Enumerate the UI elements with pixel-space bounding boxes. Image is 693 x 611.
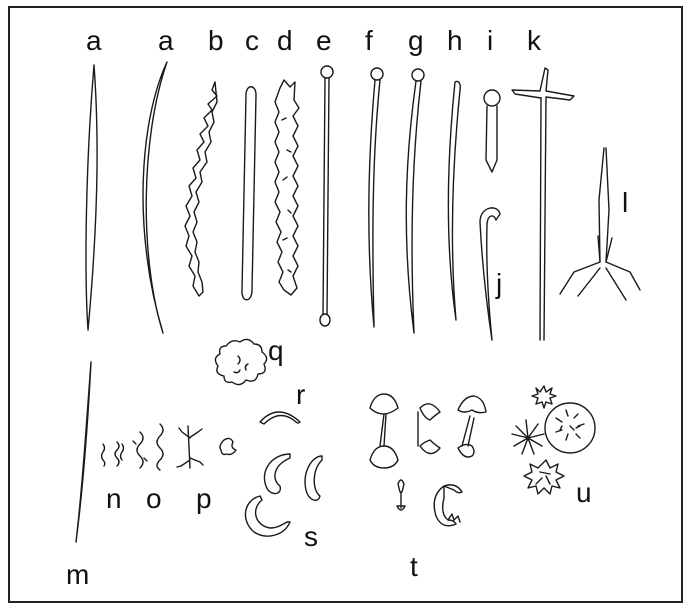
- label-k: k: [527, 25, 542, 56]
- label-j: j: [495, 268, 502, 299]
- spicule-g-tylostyle: [406, 69, 424, 333]
- label-t: t: [410, 551, 418, 582]
- label-h: h: [447, 25, 463, 56]
- label-r: r: [296, 379, 305, 410]
- spicule-c-strongyle: [242, 87, 256, 300]
- spicule-f-tylostyle: [369, 68, 383, 327]
- spicule-q-cluster: [215, 339, 266, 384]
- spicule-l-branched: [560, 148, 640, 300]
- label-f: f: [365, 25, 373, 56]
- label-a-first: a: [86, 25, 102, 56]
- spicule-n-microrhabds: [102, 442, 124, 466]
- spicule-k-triaene: [512, 68, 574, 340]
- label-e: e: [316, 25, 332, 56]
- spicule-d-spined: [275, 80, 299, 295]
- label-p: p: [196, 483, 212, 514]
- label-o: o: [146, 483, 162, 514]
- label-i: i: [487, 25, 493, 56]
- label-q: q: [268, 335, 284, 366]
- label-n: n: [106, 483, 122, 514]
- spicule-m-raphide: [76, 362, 91, 542]
- spicule-e-tylote: [320, 66, 333, 326]
- spicule-a-curved: [143, 62, 167, 333]
- spicule-p-branched: [177, 426, 236, 468]
- label-g: g: [408, 25, 424, 56]
- spicule-i-tylostyle: [484, 90, 500, 172]
- label-l: l: [622, 187, 628, 218]
- spicule-t-chelae: [370, 394, 486, 526]
- label-m: m: [66, 559, 89, 590]
- label-c: c: [245, 25, 259, 56]
- spicule-r-arch: [260, 412, 300, 424]
- label-s: s: [304, 521, 318, 552]
- label-d: d: [277, 25, 293, 56]
- label-a-second: a: [158, 25, 174, 56]
- spicule-d-spines: [282, 118, 291, 272]
- spicule-h-style: [448, 81, 460, 320]
- label-u: u: [576, 477, 592, 508]
- label-b: b: [208, 25, 224, 56]
- spicule-o-wavy: [133, 424, 163, 470]
- spicule-a-straight: [86, 65, 97, 330]
- spicule-b-spined: [185, 82, 217, 296]
